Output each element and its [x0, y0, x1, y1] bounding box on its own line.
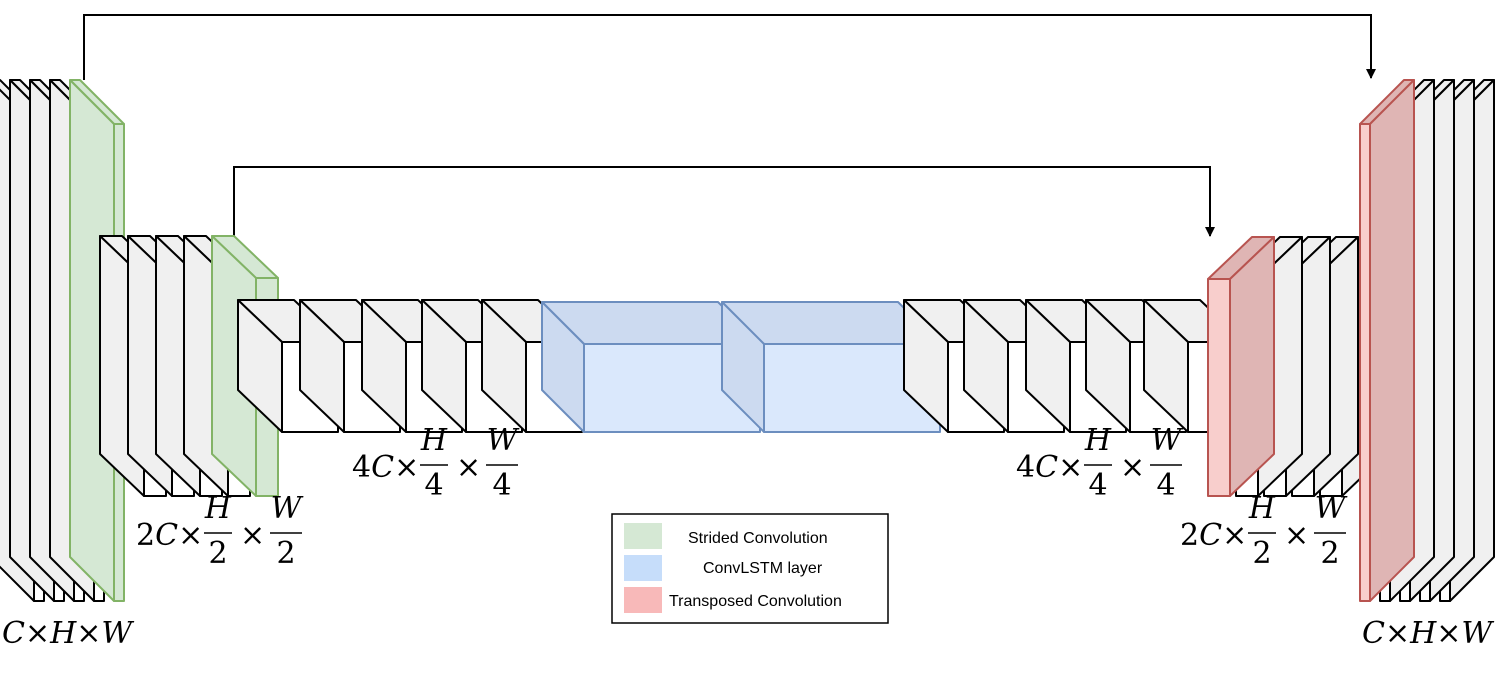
legend-swatch-strided — [624, 523, 662, 549]
legend-label-convlstm: ConvLSTM layer — [703, 560, 823, 577]
svg-text:H: H — [204, 491, 232, 526]
svg-text:4C×: 4C× — [1016, 450, 1083, 485]
svg-text:W: W — [487, 423, 520, 458]
output-layer-4-side — [1369, 79, 1415, 602]
convlstm-layer-0-front — [583, 343, 761, 433]
decoder-half-layer-4-front — [1207, 278, 1231, 497]
svg-text:C×H×W: C×H×W — [1362, 616, 1494, 651]
svg-text:×: × — [240, 518, 265, 553]
svg-text:2: 2 — [1320, 536, 1339, 571]
label-decoder-quarter-dims: 4C× H 4 × W 4 — [1016, 423, 1184, 503]
skip-connection-outer — [83, 14, 1376, 80]
label-output-dims: C×H×W — [1362, 616, 1494, 651]
label-encoder-quarter-dims: 4C× H 4 × W 4 — [352, 423, 520, 503]
svg-text:4: 4 — [1156, 468, 1175, 503]
svg-text:2C×: 2C× — [136, 518, 203, 553]
svg-text:H: H — [420, 423, 448, 458]
label-encoder-half-dims: 2C× H 2 × W 2 — [136, 491, 304, 571]
svg-text:2: 2 — [1252, 536, 1271, 571]
svg-text:4C×: 4C× — [352, 450, 419, 485]
legend-label-transposed: Transposed Convolution — [669, 593, 842, 610]
svg-text:4: 4 — [492, 468, 511, 503]
label-decoder-half-dims: 2C× H 2 × W 2 — [1180, 491, 1348, 571]
decoder-half-layer-4-side — [1229, 236, 1275, 497]
legend-swatch-convlstm — [624, 555, 662, 581]
svg-text:2: 2 — [276, 536, 295, 571]
legend-swatch-transposed — [624, 587, 662, 613]
convlstm-layer-1-front — [763, 343, 941, 433]
skip-connection-inner — [233, 166, 1215, 237]
svg-text:W: W — [1315, 491, 1348, 526]
svg-text:4: 4 — [424, 468, 443, 503]
svg-text:H: H — [1084, 423, 1112, 458]
svg-text:2: 2 — [208, 536, 227, 571]
output-layer-4-front — [1359, 123, 1371, 602]
svg-text:×: × — [1284, 518, 1309, 553]
svg-text:4: 4 — [1088, 468, 1107, 503]
legend-label-strided: Strided Convolution — [688, 530, 828, 547]
svg-text:C×H×W: C×H×W — [2, 616, 134, 651]
layer-blocks — [0, 79, 1495, 602]
legend: Strided Convolution ConvLSTM layer Trans… — [611, 513, 889, 624]
svg-text:2C×: 2C× — [1180, 518, 1247, 553]
label-input-dims: C×H×W — [2, 616, 134, 651]
svg-text:×: × — [1120, 450, 1145, 485]
svg-text:W: W — [271, 491, 304, 526]
svg-text:H: H — [1248, 491, 1276, 526]
svg-text:×: × — [456, 450, 481, 485]
svg-text:W: W — [1151, 423, 1184, 458]
